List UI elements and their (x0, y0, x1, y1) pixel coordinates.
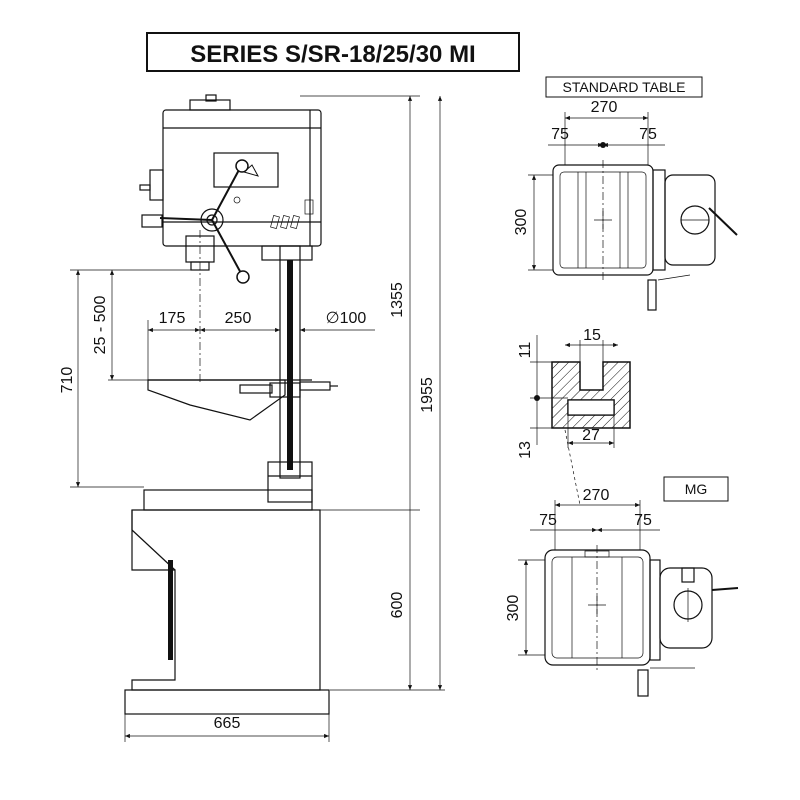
mg-table-left: 75 (539, 512, 557, 529)
mg-table-right: 75 (634, 512, 652, 529)
mg-table-view: MG 270 75 75 300 (505, 476, 739, 697)
mg-table-depth: 300 (505, 595, 522, 622)
dim-height-table: 710 (59, 367, 76, 394)
mg-label: MG (685, 481, 708, 497)
std-table-left: 75 (551, 126, 569, 143)
slot-depth-lower: 13 (517, 441, 534, 459)
slot-top: 15 (583, 327, 601, 344)
drill-press-side-view (124, 94, 338, 715)
dim-reach-250: 250 (225, 310, 252, 327)
dim-column-dia: ∅100 (326, 310, 367, 327)
dim-reach-175: 175 (159, 310, 186, 327)
t-slot-section: 15 11 13 27 (517, 327, 631, 506)
standard-table-view: STANDARD TABLE 270 75 75 300 (513, 76, 738, 311)
slot-depth-upper: 11 (517, 342, 534, 359)
dim-table-travel: 25 - 500 (92, 296, 109, 355)
drawing-title: SERIES S/SR-18/25/30 MI (190, 41, 475, 68)
dim-height-base: 600 (389, 592, 406, 619)
std-table-width: 270 (591, 99, 618, 116)
std-table-depth: 300 (513, 209, 530, 236)
title-block: SERIES S/SR-18/25/30 MI (146, 32, 520, 72)
std-table-right: 75 (639, 126, 657, 143)
main-dimensions: 1355 1955 600 710 25 - 500 175 250 ∅100 … (59, 95, 445, 742)
standard-table-label: STANDARD TABLE (563, 79, 686, 95)
dim-height-head: 1355 (389, 282, 406, 318)
slot-bottom: 27 (582, 427, 600, 444)
mg-table-width: 270 (583, 487, 610, 504)
dim-base-width: 665 (214, 715, 241, 732)
dim-height-overall: 1955 (419, 377, 436, 413)
